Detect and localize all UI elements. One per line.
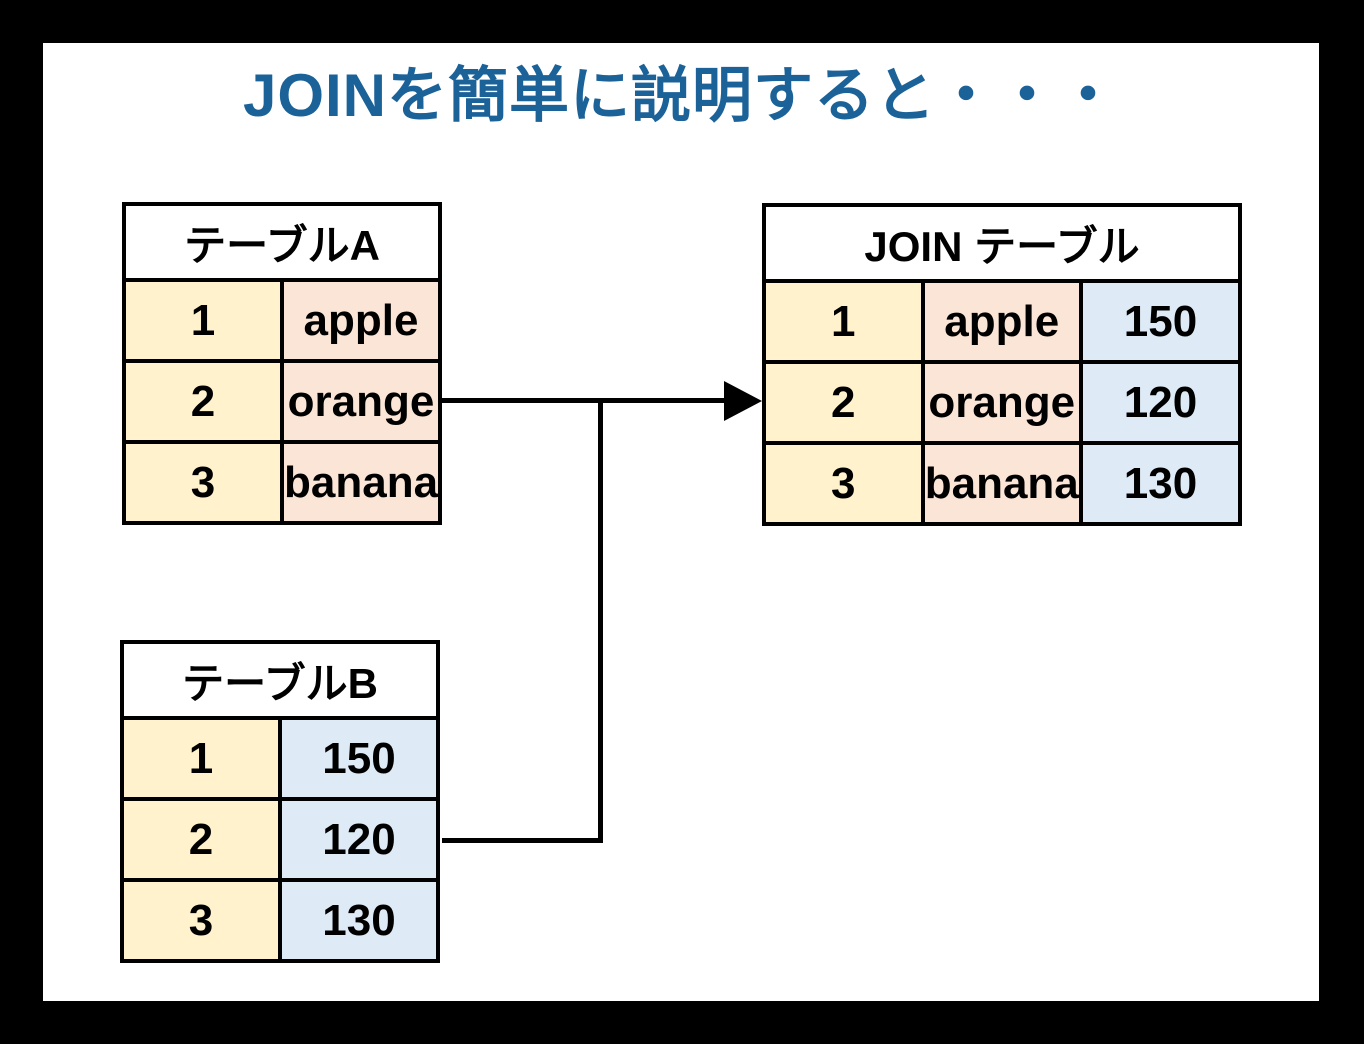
cell-value: 150 (1079, 279, 1242, 364)
table-row: 1 apple (122, 278, 442, 363)
cell-value: 120 (278, 797, 440, 882)
table-row: 3 banana (122, 440, 442, 525)
arrowhead-icon (724, 381, 762, 421)
cell-value: 150 (278, 716, 440, 801)
table-b-title: テーブルB (120, 640, 440, 720)
cell-value: 130 (278, 878, 440, 963)
cell-key: 2 (122, 359, 284, 444)
cell-key: 2 (762, 360, 925, 445)
table-row: 2 orange 120 (762, 360, 1242, 445)
connector-from-table-b (442, 838, 603, 843)
connector-from-table-a (442, 398, 728, 403)
cell-label: apple (920, 279, 1083, 364)
table-row: 1 apple 150 (762, 279, 1242, 364)
join-table-header-row: JOIN テーブル (762, 203, 1242, 283)
cell-key: 3 (762, 441, 925, 526)
table-row: 2 orange (122, 359, 442, 444)
cell-label: apple (280, 278, 442, 363)
table-row: 3 banana 130 (762, 441, 1242, 526)
table-b-header-row: テーブルB (120, 640, 440, 720)
cell-key: 3 (122, 440, 284, 525)
cell-value: 130 (1079, 441, 1242, 526)
cell-key: 2 (120, 797, 282, 882)
join-table: JOIN テーブル 1 apple 150 2 orange 120 3 ban… (762, 203, 1242, 526)
cell-key: 1 (120, 716, 282, 801)
cell-key: 1 (762, 279, 925, 364)
table-a-title: テーブルA (122, 202, 442, 282)
slide-title: JOINを簡単に説明すると・・・ (242, 62, 1120, 129)
cell-label: orange (920, 360, 1083, 445)
table-b: テーブルB 1 150 2 120 3 130 (120, 640, 440, 963)
cell-value: 120 (1079, 360, 1242, 445)
table-a-header-row: テーブルA (122, 202, 442, 282)
cell-key: 3 (120, 878, 282, 963)
table-a: テーブルA 1 apple 2 orange 3 banana (122, 202, 442, 525)
cell-label: banana (920, 441, 1083, 526)
cell-label: banana (280, 440, 442, 525)
table-row: 3 130 (120, 878, 440, 963)
cell-key: 1 (122, 278, 284, 363)
join-table-title: JOIN テーブル (762, 203, 1242, 283)
table-row: 1 150 (120, 716, 440, 801)
table-row: 2 120 (120, 797, 440, 882)
connector-merge-vertical (598, 398, 603, 843)
cell-label: orange (280, 359, 442, 444)
